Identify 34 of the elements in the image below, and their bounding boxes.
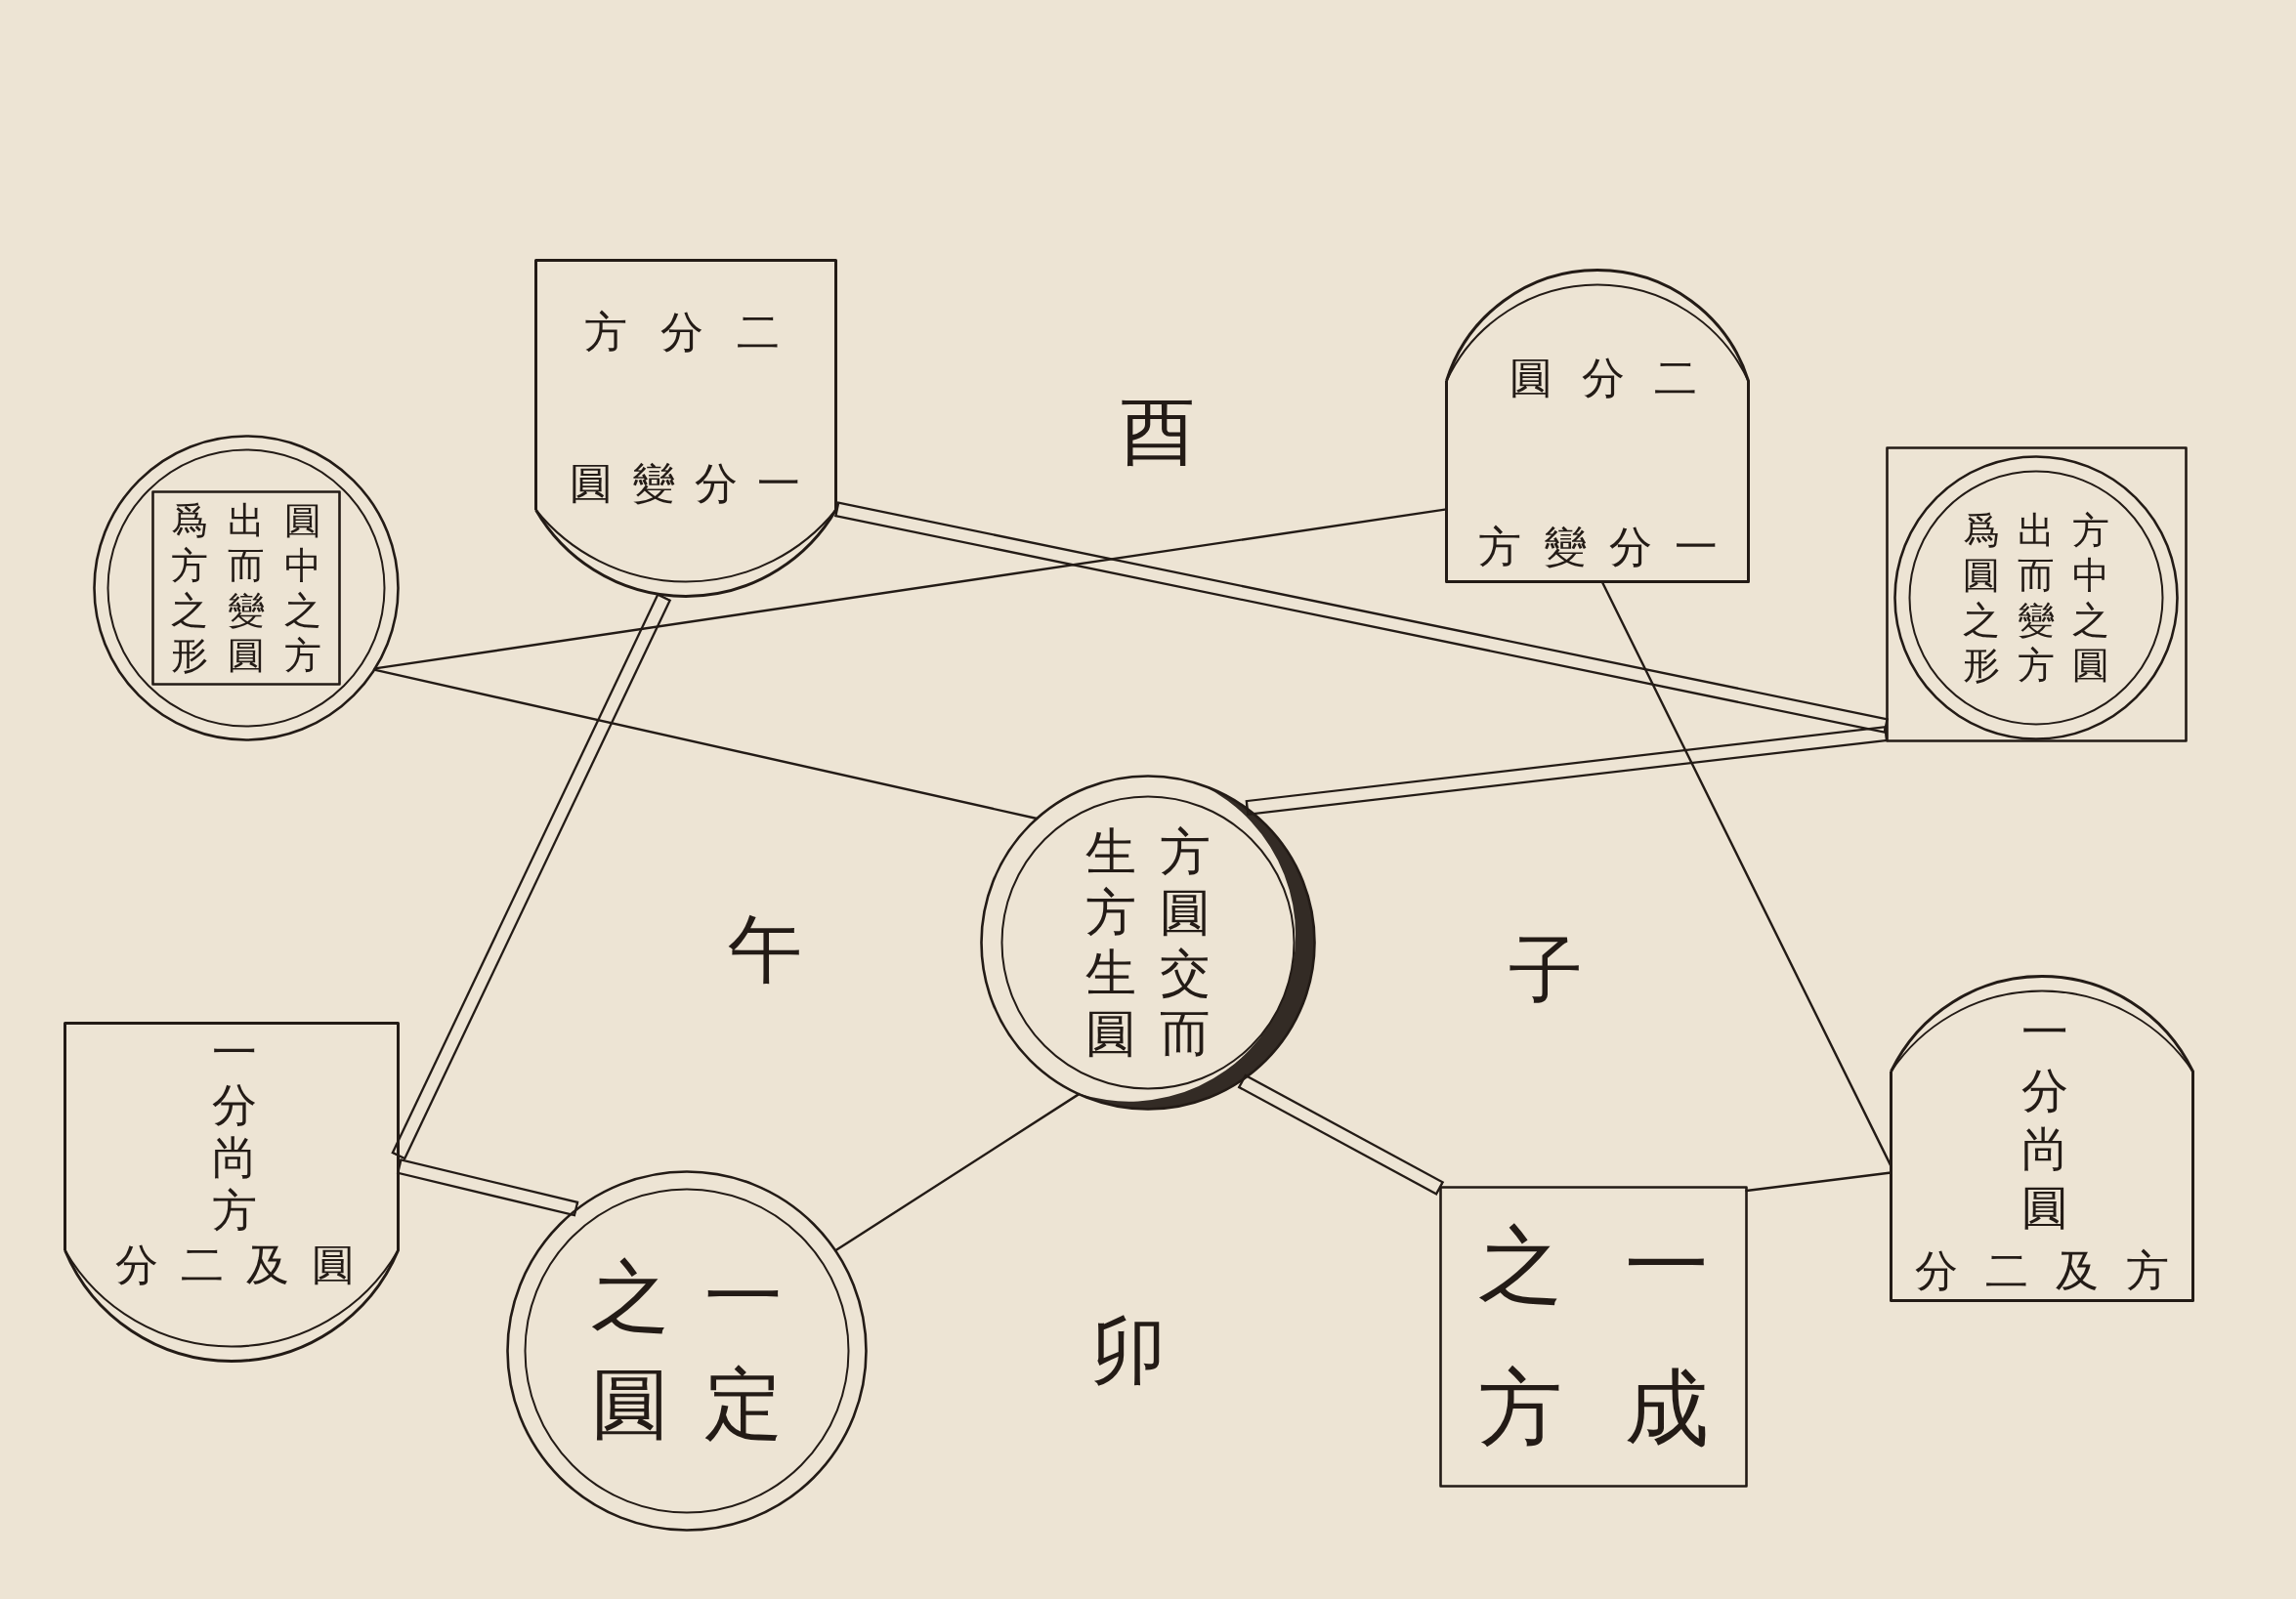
inscription-text: 一分尚方 xyxy=(211,1026,258,1237)
inscription-text: 方圓交而生方生圓 xyxy=(1084,821,1212,1064)
connector-line xyxy=(372,668,1039,821)
double-line-connector xyxy=(1237,1073,1445,1197)
square-frame xyxy=(1439,1186,1748,1488)
double-line-connector xyxy=(391,593,672,1160)
double-circle xyxy=(506,1170,868,1532)
character-label: 卯 xyxy=(1090,1310,1167,1392)
inscription-text: 一分尚圓 xyxy=(2020,1003,2069,1237)
inscription-text: 一分變圓 xyxy=(569,458,801,509)
inscription-text: 圓及二分 xyxy=(113,1241,356,1289)
connector-line xyxy=(373,508,1448,670)
character-label: 酉 xyxy=(1120,391,1196,473)
arch-shaped-frame xyxy=(1445,269,1750,583)
character-label: 午 xyxy=(727,908,803,990)
inscription-text: 一定之圓 xyxy=(590,1250,784,1452)
double-line-connector xyxy=(1245,726,1889,816)
connector-line xyxy=(833,1092,1081,1252)
inscription-text: 二分方 xyxy=(583,307,781,358)
square-frame xyxy=(151,490,341,686)
arch-shaped-frame xyxy=(1890,975,2194,1302)
inscription-text: 方中之圓出而變方爲圓之形 xyxy=(1962,508,2110,688)
inscription-text: 一分變方 xyxy=(1476,522,1719,572)
connector-line xyxy=(1745,1171,1892,1193)
inscription-text: 二分圓 xyxy=(1509,353,1698,403)
double-circle xyxy=(93,435,400,741)
connector-line xyxy=(1600,580,1892,1168)
character-label: 子 xyxy=(1508,929,1584,1011)
inscription-text: 一成之方 xyxy=(1477,1215,1710,1458)
shield-shaped-frame xyxy=(64,1022,400,1363)
crescent-shaded-frame xyxy=(980,775,1316,1111)
inscription-text: 圓中之方出而變圓爲方之形 xyxy=(170,498,322,678)
shield-shaped-frame xyxy=(534,259,837,598)
inscription-text: 方及二分 xyxy=(1914,1246,2170,1295)
